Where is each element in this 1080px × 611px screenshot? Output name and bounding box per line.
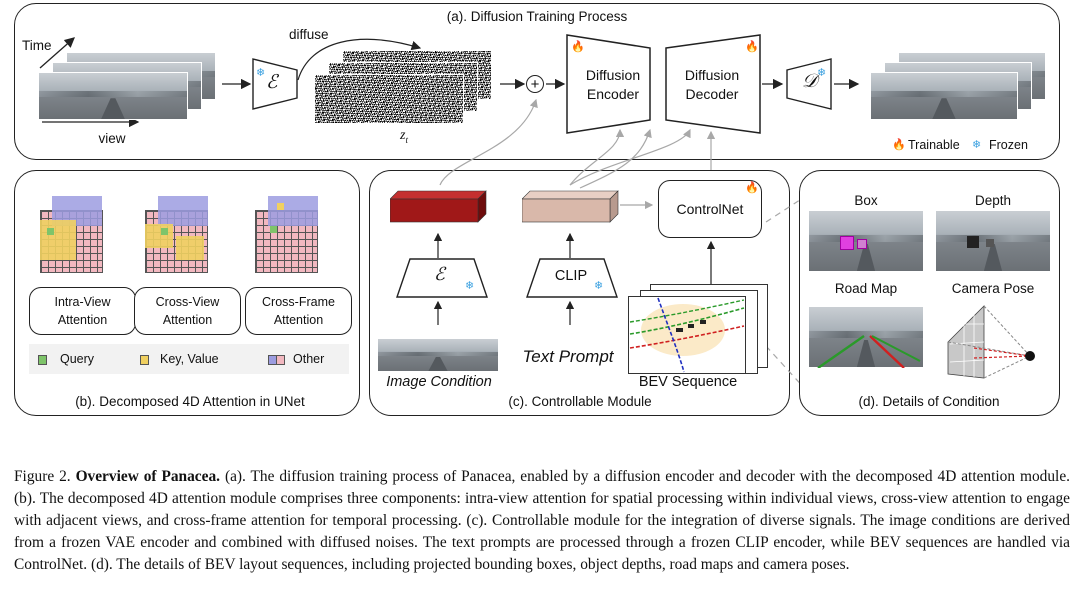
diffuse-label: diffuse bbox=[289, 27, 329, 42]
attention-grid-overlays bbox=[40, 196, 318, 260]
legend-frozen: Frozen bbox=[989, 138, 1028, 152]
vae-encoder-condition-symbol: ℰ bbox=[434, 264, 445, 284]
panel-c-arrows bbox=[433, 98, 807, 391]
vae-encoder bbox=[252, 58, 298, 110]
time-label: Time bbox=[22, 38, 52, 53]
depth-box-1 bbox=[967, 236, 979, 248]
noise-frame-1 bbox=[314, 74, 464, 124]
projected-box-2 bbox=[857, 239, 867, 249]
camera-pose-diagram bbox=[947, 305, 1035, 379]
view-label: view bbox=[98, 131, 126, 146]
plus-circle: + bbox=[526, 75, 544, 93]
clip-encoder bbox=[526, 258, 618, 298]
figure-caption-title: Overview of Panacea. bbox=[75, 468, 221, 485]
legend-query-swatch bbox=[38, 355, 47, 365]
text-prompt-label: Text Prompt bbox=[522, 347, 614, 366]
image-condition-thumbnail bbox=[377, 338, 499, 372]
plus-symbol: + bbox=[530, 75, 540, 93]
panel-c-title: (c). Controllable Module bbox=[508, 394, 652, 409]
figure-caption-body: (a). The diffusion training process of P… bbox=[14, 468, 1070, 573]
camera-pose-label: Camera Pose bbox=[951, 281, 1035, 296]
diffusion-unet bbox=[566, 34, 761, 134]
box-label: Box bbox=[854, 193, 878, 208]
input-frame-1 bbox=[38, 72, 188, 120]
trainable-icon-controlnet: 🔥 bbox=[745, 182, 759, 194]
legend-other: Other bbox=[293, 352, 325, 366]
legend-kv: Key, Value bbox=[160, 352, 219, 366]
frozen-icon: ❄ bbox=[594, 280, 604, 292]
panel-a-title: (a). Diffusion Training Process bbox=[446, 9, 628, 24]
projected-box-1 bbox=[840, 236, 854, 250]
legend-kv-swatch bbox=[140, 355, 149, 365]
clip-label: CLIP bbox=[554, 268, 588, 284]
bev-frame-1 bbox=[628, 296, 746, 374]
trainable-icon-decoder: 🔥 bbox=[745, 41, 759, 53]
legend-frozen-icon: ❄ bbox=[972, 139, 982, 151]
road-map-condition-image bbox=[808, 306, 924, 368]
panel-d-title: (d). Details of Condition bbox=[858, 394, 1000, 409]
trainable-icon-encoder: 🔥 bbox=[571, 41, 585, 53]
road-map-lines bbox=[817, 335, 921, 368]
legend-trainable: Trainable bbox=[908, 138, 960, 152]
frozen-icon: ❄ bbox=[256, 67, 266, 79]
output-frame-1 bbox=[870, 72, 1018, 120]
legend-query: Query bbox=[60, 352, 95, 366]
legend-other-swatch-2 bbox=[276, 355, 285, 365]
zt-label: zt bbox=[400, 128, 408, 145]
figure-caption: Figure 2. Overview of Panacea. (a). The … bbox=[14, 466, 1070, 576]
panel-b-title: (b). Decomposed 4D Attention in UNet bbox=[75, 394, 305, 409]
panel-b-legend bbox=[29, 344, 349, 374]
frozen-icon: ❄ bbox=[817, 67, 827, 79]
road-map-label: Road Map bbox=[834, 281, 898, 296]
text-feature-block bbox=[522, 190, 619, 223]
image-feature-block bbox=[390, 190, 487, 223]
frozen-icon: ❄ bbox=[465, 280, 475, 292]
vae-encoder-symbol: ℰ bbox=[266, 72, 278, 93]
image-condition-label: Image Condition bbox=[386, 374, 492, 390]
figure-label: Figure 2. bbox=[14, 468, 71, 485]
legend-trainable-icon: 🔥 bbox=[892, 139, 906, 151]
bev-sequence-label: BEV Sequence bbox=[638, 374, 738, 390]
controlnet-box: ControlNet bbox=[658, 180, 762, 238]
depth-box-2 bbox=[986, 239, 994, 247]
panel-a-arrows bbox=[39, 37, 860, 128]
vae-decoder bbox=[786, 58, 832, 110]
vae-decoder-symbol: 𝒟 bbox=[802, 71, 818, 92]
depth-label: Depth bbox=[974, 193, 1012, 208]
vae-encoder-condition bbox=[396, 258, 488, 298]
